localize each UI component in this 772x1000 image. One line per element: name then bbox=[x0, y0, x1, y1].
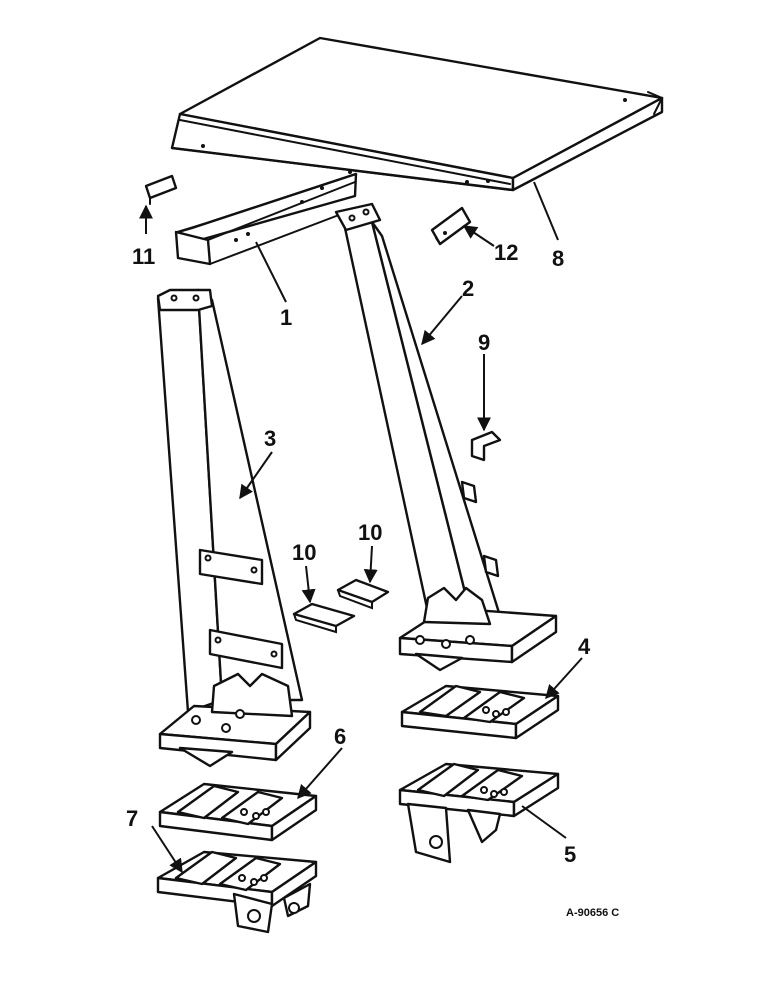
right-post bbox=[334, 202, 558, 672]
callout-label: 6 bbox=[334, 724, 346, 749]
shim-plate-right bbox=[336, 578, 390, 610]
small-bracket-right bbox=[430, 206, 472, 246]
figure-id: A-90656 C bbox=[566, 907, 619, 919]
mount-cradle-4 bbox=[400, 684, 560, 740]
callout-label: 9 bbox=[478, 330, 490, 355]
mount-foot-5 bbox=[398, 762, 560, 864]
callout-label: 4 bbox=[578, 634, 591, 659]
small-bracket bbox=[144, 174, 178, 205]
mount-foot-7 bbox=[156, 850, 318, 934]
callout-label: 5 bbox=[564, 842, 576, 867]
callout-label: 10 bbox=[358, 520, 382, 545]
callout-label: 8 bbox=[552, 246, 564, 271]
cross-tube bbox=[174, 172, 358, 266]
mount-cradle-6 bbox=[158, 782, 318, 842]
callout-label: 1 bbox=[280, 305, 292, 330]
leader-lines bbox=[139, 181, 583, 874]
canopy-top bbox=[170, 36, 664, 192]
callout-label: 7 bbox=[126, 806, 138, 831]
callout-label: 3 bbox=[264, 426, 276, 451]
clip-bracket bbox=[470, 430, 502, 462]
callout-label: 12 bbox=[494, 240, 518, 265]
callout-label: 11 bbox=[132, 244, 155, 269]
callout-label: 2 bbox=[462, 276, 474, 301]
left-post bbox=[156, 288, 312, 768]
callout-labels: 1 2 3 4 5 6 7 8 9 10 10 11 12 bbox=[126, 240, 591, 867]
shim-plate-left bbox=[292, 602, 356, 634]
callout-label: 10 bbox=[292, 540, 316, 565]
